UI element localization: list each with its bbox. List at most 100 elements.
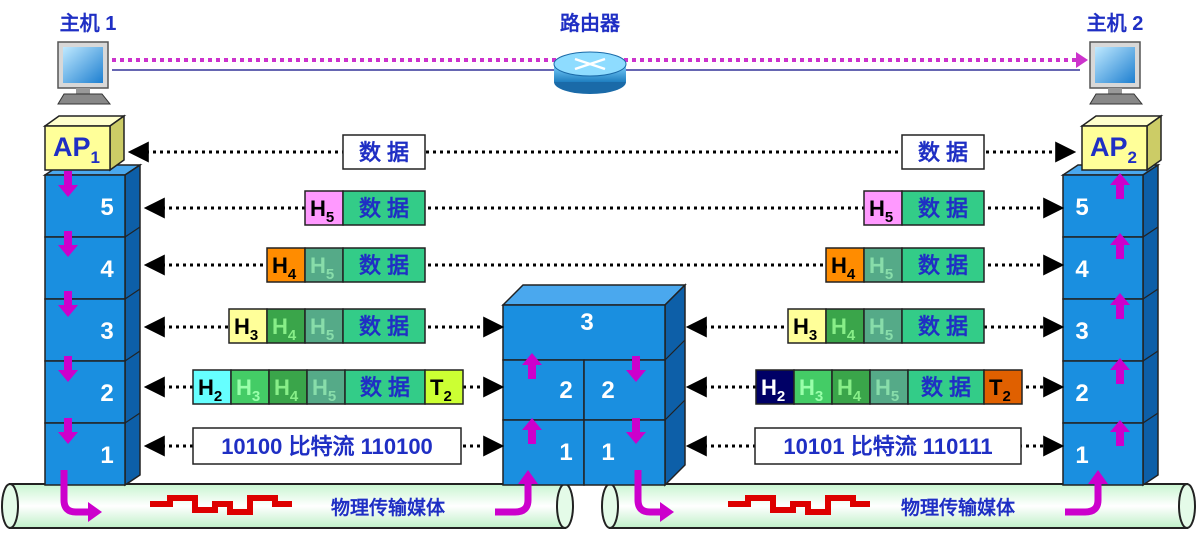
left-l2-h3-letter: H [236, 375, 252, 400]
right-l2-data-text: 数 据 [921, 375, 971, 400]
left-l2-h3-bg [230, 369, 270, 405]
left-l5-h5-text: H5 [310, 196, 334, 226]
host1-layer5-label: 5 [100, 194, 113, 221]
router-up-arrow-1 [522, 418, 542, 444]
medium-to-router-bend [495, 480, 532, 516]
left-app-data-bg [342, 134, 426, 170]
left-app-data: 数 据 [342, 134, 426, 170]
right-app-data-text: 数 据 [918, 140, 968, 165]
left-l2-h4-text: H4 [274, 375, 299, 405]
right-l3-h3: H3 [787, 308, 827, 344]
left-app-data-text: 数 据 [359, 140, 409, 165]
left-l3-data-bg [342, 308, 426, 344]
host2-up-arrow-5 [1110, 420, 1130, 446]
router-label: 路由器 [560, 11, 621, 35]
host1-down-arrow-3 [58, 291, 78, 317]
right-l4-h5-subscript: 5 [885, 266, 893, 283]
host1-layer2-label: 2 [100, 380, 113, 407]
left-l3-h4-letter: H [272, 314, 288, 339]
left-l2-h5-bg [306, 369, 346, 405]
router-layer3-label: 3 [580, 309, 593, 336]
left-l2-h2-subscript: 2 [214, 388, 222, 405]
host1-layer4 [44, 236, 126, 300]
left-l5-h5-letter: H [310, 196, 326, 221]
right-l3-h5: H5 [863, 308, 903, 344]
right-l2-t2-letter: T [989, 375, 1003, 400]
host2-layer1-label: 1 [1075, 442, 1088, 469]
host1-layer1-label: 1 [100, 442, 113, 469]
router-protocol-box: 3 2 2 1 1 [501, 283, 687, 487]
left-l2-h4-letter: H [274, 375, 290, 400]
left-l2-data-bg [344, 369, 426, 405]
right-l3-data-bg [901, 308, 985, 344]
ap2-box: AP2 [1079, 114, 1164, 172]
right-l3-h3-subscript: 3 [809, 327, 817, 344]
right-l3-h3-letter: H [793, 314, 809, 339]
right-l4-data-bg [901, 247, 985, 283]
right-l2-t2-text: T2 [989, 375, 1011, 405]
host2-protocol-stack: 5 4 3 2 1 [1060, 163, 1161, 487]
left-l4-data: 数 据 [342, 247, 426, 283]
medium-to-host2-bend [1065, 480, 1102, 516]
right-l3-h4: H4 [825, 308, 865, 344]
left-l4-h5-letter: H [310, 253, 326, 278]
left-l2-h2: H2 [192, 369, 232, 405]
right-l2-h5-letter: H [875, 375, 891, 400]
left-l3-h4-subscript: 4 [288, 327, 297, 344]
left-l2-h2-letter: H [198, 375, 214, 400]
left-l3-h4-bg [266, 308, 306, 344]
left-l5-h5: H5 [304, 190, 344, 226]
right-bitstream: 10101 比特流 110111 [754, 427, 1022, 465]
right-l4-h5: H5 [863, 247, 903, 283]
host1-layer3-label: 3 [100, 318, 113, 345]
host2-layer1 [1062, 422, 1144, 486]
right-l2-h4-text: H4 [837, 375, 862, 405]
right-l2-data: 数 据 [907, 369, 985, 405]
host2-layer3-label: 3 [1075, 318, 1088, 345]
right-l3-h4-text: H4 [831, 314, 856, 344]
right-l3-h5-text: H5 [869, 314, 893, 344]
left-l5-data-bg [342, 190, 426, 226]
host1-layer3 [44, 298, 126, 362]
data-flow-arrows [58, 171, 1130, 522]
left-l3-h5-text: H5 [310, 314, 334, 344]
right-l2-h2-text: H2 [761, 375, 785, 405]
right-bitstream-text: 10101 比特流 110111 [783, 434, 992, 459]
ap1-box: AP1 [42, 114, 127, 172]
left-l2-t2-subscript: 2 [443, 388, 451, 405]
right-l2-h4-letter: H [837, 375, 853, 400]
right-l2-h4-subscript: 4 [853, 388, 862, 405]
right-l4-h5-bg [863, 247, 903, 283]
left-l2-h2-text: H2 [198, 375, 222, 405]
right-signal-waveform [728, 495, 870, 515]
left-l4-h5-subscript: 5 [326, 266, 334, 283]
medium-to-router-arrowhead [518, 470, 538, 484]
right-l2-t2-subscript: 2 [1002, 388, 1010, 405]
host1-down-arrow-5 [58, 418, 78, 444]
right-l4-h5-letter: H [869, 253, 885, 278]
right-l2-h3-text: H3 [799, 375, 823, 405]
right-l3-h4-letter: H [831, 314, 847, 339]
right-l5-h5: H5 [863, 190, 903, 226]
right-l2-h5: H5 [869, 369, 909, 405]
left-l2-h3: H3 [230, 369, 270, 405]
host2-layer5 [1062, 174, 1144, 238]
router-left-layer1-label: 1 [559, 439, 572, 466]
left-l2-h5-subscript: 5 [328, 388, 336, 405]
left-l2-h5-text: H5 [312, 375, 336, 405]
left-bitstream-text: 10100 比特流 110100 [221, 434, 433, 459]
left-l2-h4-subscript: 4 [290, 388, 299, 405]
right-l5-h5-letter: H [869, 196, 885, 221]
right-l2-h3-letter: H [799, 375, 815, 400]
left-l4-h4-text: H4 [272, 253, 297, 283]
left-l2-t2: T2 [424, 369, 464, 405]
right-l5-h5-bg [863, 190, 903, 226]
left-l3-h5: H5 [304, 308, 344, 344]
router-icon [553, 51, 627, 94]
right-l3-h5-subscript: 5 [885, 327, 893, 344]
left-l3-h3: H3 [228, 308, 268, 344]
right-l2-data-bg [907, 369, 985, 405]
left-l5-data-text: 数 据 [359, 196, 409, 221]
host2-up-arrow-1 [1110, 173, 1130, 199]
